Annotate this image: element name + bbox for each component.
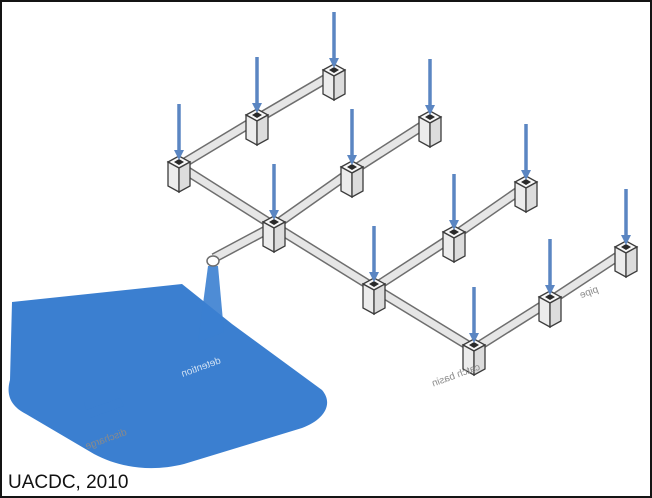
basin-side-right [625,245,638,279]
basin-grate [369,281,379,287]
pipe-segment [372,233,456,291]
pipe-segment [272,223,376,291]
detention-pond [8,284,328,469]
basin-grate [329,67,339,73]
basin-side-right [525,180,538,214]
pipe-segment [177,116,259,169]
pipe-segment [472,298,552,352]
inflow-arrow-icon [449,220,459,230]
basin-side-left [322,68,335,102]
basin-side-left [442,230,455,264]
basin-grate [252,112,262,118]
basin-grate [521,179,531,185]
basin-side-right [178,160,191,194]
basin-side-right [429,115,442,149]
basin-side-left [538,295,551,329]
basin-side-right [473,343,486,377]
basin-side-right [273,220,286,254]
source-credit: UACDC, 2010 [8,472,129,493]
pipe-segment [350,118,432,174]
basin-grate [174,159,184,165]
catch-basin [361,277,387,316]
inflow-arrow-icon [174,150,184,160]
basin-side-left [245,113,258,147]
inflow-arrow-icon [425,105,435,115]
catch-basin [244,108,270,147]
basin-side-left [340,165,353,199]
catch-basin [321,63,347,102]
basin-side-left [514,180,527,214]
basin-grate [425,114,435,120]
pipe-segment [177,163,276,229]
basin-grate [269,219,279,225]
basin-side-left [418,115,431,149]
basin-side-right [373,282,386,316]
pipe-segment [372,285,476,352]
inflow-arrow-icon [469,333,479,343]
inflow-arrow-icon [252,103,262,113]
basin-grate [469,342,479,348]
catch-basin [417,110,443,149]
basin-grate [621,244,631,250]
inflow-arrow-icon [347,155,357,165]
inflow-arrow-icon [329,58,339,68]
catch-basin [441,225,467,264]
discharge-arrow-icon [66,398,124,426]
outlet-pipe-mouth [206,255,220,267]
basin-side-right [453,230,466,264]
basin-side-left [614,245,627,279]
outlet-spill [198,266,224,342]
inflow-arrow-icon [369,272,379,282]
catch-basin [461,338,487,377]
pipe-segment [452,183,528,239]
basin-side-right [351,165,364,199]
pipe-segment [271,168,355,229]
pipe-segment [255,70,336,123]
inflow-arrow-icon [621,235,631,245]
basin-grate [449,229,459,235]
basin-side-left [262,220,275,254]
inflow-arrow-icon [269,210,279,220]
basin-side-right [333,68,346,102]
inflow-arrow-icon [521,170,531,180]
basin-grate [347,164,357,170]
catch-basin [261,215,287,254]
pipe-label: pipe [578,284,600,301]
inflow-arrow-icon [545,285,555,295]
catch-basin [513,175,539,214]
basin-side-right [549,295,562,329]
basin-side-left [167,160,180,194]
catch-basin [166,155,192,194]
pipe-segment [548,248,628,304]
catch-basin [537,290,563,329]
catch-basin [613,240,639,279]
basin-grate [545,294,555,300]
catch-basin [339,160,365,199]
basin-side-right [256,113,269,147]
basin-side-left [362,282,375,316]
